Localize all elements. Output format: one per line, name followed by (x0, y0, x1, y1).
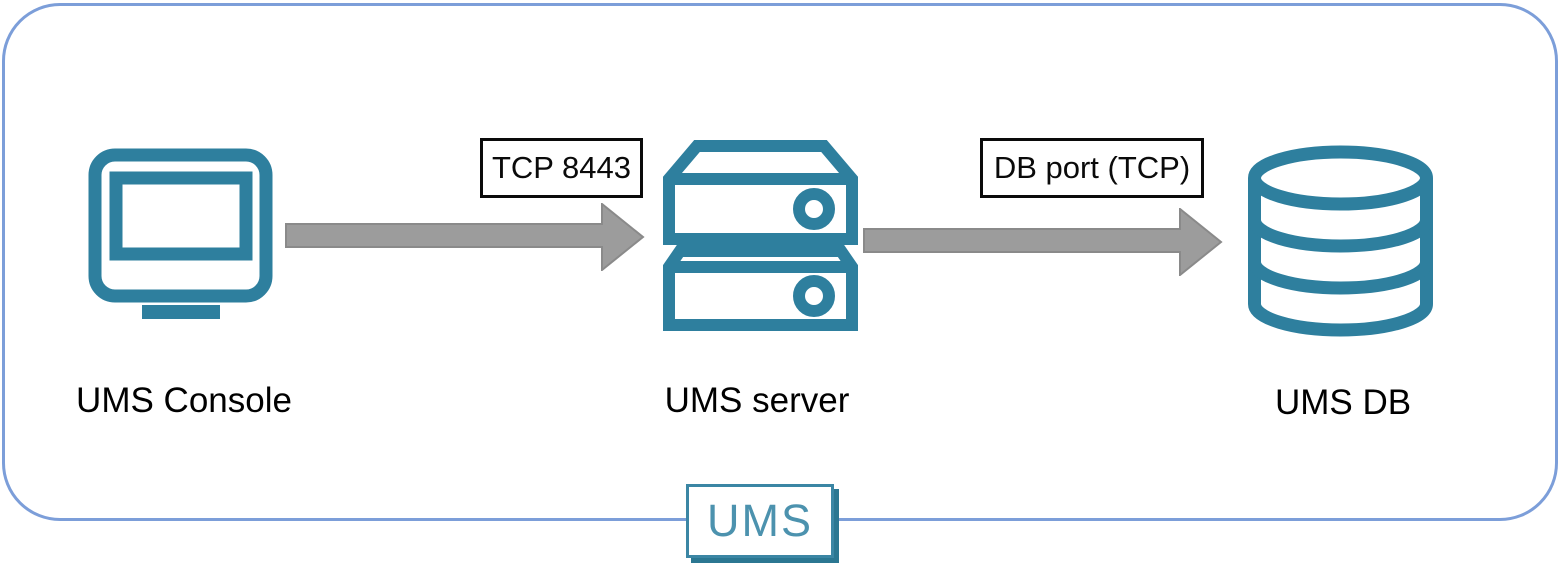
database-icon (1248, 145, 1433, 337)
ums-badge-label: UMS (707, 495, 813, 546)
connection-label-text: TCP 8443 (491, 150, 631, 185)
server-stack-icon (663, 140, 858, 331)
monitor-icon (88, 148, 273, 319)
arrow-server-to-db (863, 208, 1223, 276)
node-label-ums-db: UMS DB (1274, 383, 1412, 422)
node-label-ums-console: UMS Console (76, 381, 292, 420)
connection-label-db-port: DB port (TCP) (980, 138, 1204, 198)
ums-badge: UMS (686, 484, 834, 558)
arrow-console-to-server (285, 203, 645, 271)
node-label-ums-server: UMS server (664, 381, 850, 420)
connection-label-text: DB port (TCP) (993, 150, 1191, 185)
connection-label-tcp-8443: TCP 8443 (480, 138, 643, 198)
